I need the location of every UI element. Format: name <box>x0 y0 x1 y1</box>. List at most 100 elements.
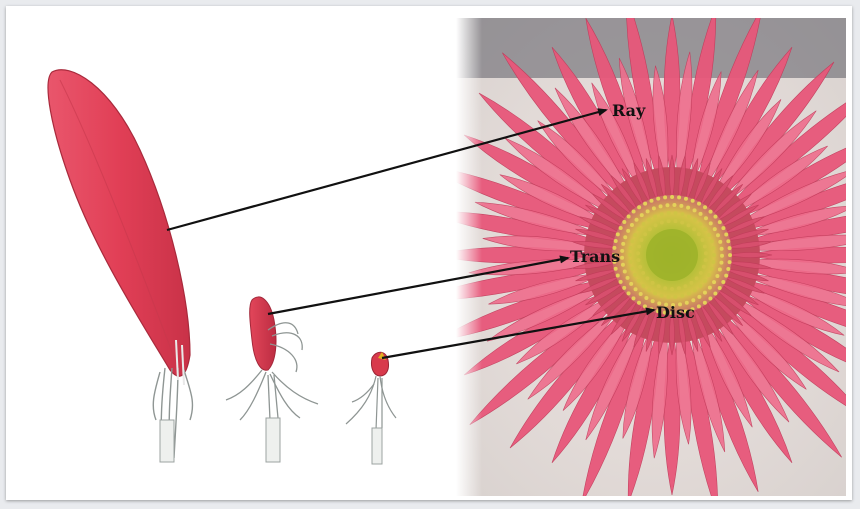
center-stamen <box>670 287 674 291</box>
center-stamen <box>637 227 641 231</box>
center-stamen <box>684 197 688 201</box>
center-stamen <box>703 301 707 305</box>
center-stamen <box>621 242 625 246</box>
center-stamen <box>687 291 691 295</box>
center-stamen <box>728 260 732 264</box>
center-stamen <box>728 253 732 257</box>
center-stamen <box>620 256 624 260</box>
center-stamen <box>673 295 677 299</box>
center-stamen <box>630 223 634 227</box>
center-stamen <box>635 218 639 222</box>
center-stamen <box>708 286 712 290</box>
center-stamen <box>699 212 703 216</box>
center-stamen <box>637 244 641 248</box>
center-stamen <box>619 280 623 284</box>
center-stamen <box>724 274 728 278</box>
center-stamen <box>639 292 643 296</box>
center-stamen <box>638 265 642 269</box>
center-stamen <box>630 267 634 271</box>
center-stamen <box>666 295 670 299</box>
center-stamen <box>630 239 634 243</box>
center-stamen <box>645 276 649 280</box>
center-stamen <box>697 304 701 308</box>
center-stamen <box>707 273 711 277</box>
center-stamen <box>614 267 618 271</box>
center-stamen <box>670 195 674 199</box>
disc-floret <box>346 352 396 464</box>
center-stamen <box>651 299 655 303</box>
center-stamen <box>659 204 663 208</box>
center-stamen <box>623 235 627 239</box>
center-stamen <box>683 284 687 288</box>
center-stamen <box>652 206 656 210</box>
center-stamen <box>634 287 638 291</box>
center-stamen <box>653 291 657 295</box>
center-stamen <box>639 238 643 242</box>
center-stamen <box>693 218 697 222</box>
center-stamen <box>708 296 712 300</box>
center-stamen <box>653 223 657 227</box>
center-stamen <box>619 226 623 230</box>
center-stamen <box>697 295 701 299</box>
center-stamen <box>656 197 660 201</box>
center-stamen <box>673 219 677 223</box>
center-stamen <box>721 226 725 230</box>
center-stamen <box>704 216 708 220</box>
center-stamen <box>720 247 724 251</box>
center-stamen <box>687 215 691 219</box>
center-stamen <box>650 199 654 203</box>
figure-panel: Ray Trans Disc <box>6 6 852 500</box>
center-stamen <box>710 239 714 243</box>
center-stamen <box>693 288 697 292</box>
center-stamen <box>667 211 671 215</box>
center-stamen <box>728 246 732 250</box>
center-stamen <box>653 215 657 219</box>
center-stamen <box>651 281 655 285</box>
center-stamen <box>698 284 702 288</box>
center-stamen <box>691 199 695 203</box>
center-stamen <box>629 282 633 286</box>
center-stamen <box>680 212 684 216</box>
center-stamen <box>703 291 707 295</box>
center-stamen <box>703 205 707 209</box>
center-stamen <box>632 210 636 214</box>
center-stamen <box>627 214 631 218</box>
center-stamen <box>667 219 671 223</box>
center-stamen <box>647 218 651 222</box>
center-stamen <box>699 271 703 275</box>
center-stamen <box>629 260 633 264</box>
center-stamen <box>620 249 624 253</box>
center-stamen <box>637 301 641 305</box>
trans-label: Trans <box>570 247 620 266</box>
center-stamen <box>718 220 722 224</box>
disc-label: Disc <box>656 303 695 322</box>
center-stamen <box>637 205 641 209</box>
center-stamen <box>697 232 701 236</box>
center-stamen <box>718 267 722 271</box>
center-stamen <box>679 204 683 208</box>
center-stamen <box>614 239 618 243</box>
center-stamen <box>660 221 664 225</box>
center-stamen <box>636 258 640 262</box>
center-stamen <box>629 246 633 250</box>
center-stamen <box>677 286 681 290</box>
center-stamen <box>663 195 667 199</box>
center-stamen <box>718 286 722 290</box>
center-stamen <box>643 304 647 308</box>
center-stamen <box>672 203 676 207</box>
center-stamen <box>642 222 646 226</box>
center-stamen <box>712 280 716 284</box>
center-stamen <box>720 254 724 258</box>
center-stamen <box>713 215 717 219</box>
center-stamen <box>693 208 697 212</box>
center-stamen <box>692 227 696 231</box>
center-stamen <box>701 238 705 242</box>
center-stamen <box>626 229 630 233</box>
center-stamen <box>704 251 708 255</box>
trans-floret <box>226 297 318 462</box>
center-stamen <box>622 286 626 290</box>
center-stamen <box>623 269 627 273</box>
center-stamen <box>641 271 645 275</box>
center-stamen <box>633 233 637 237</box>
